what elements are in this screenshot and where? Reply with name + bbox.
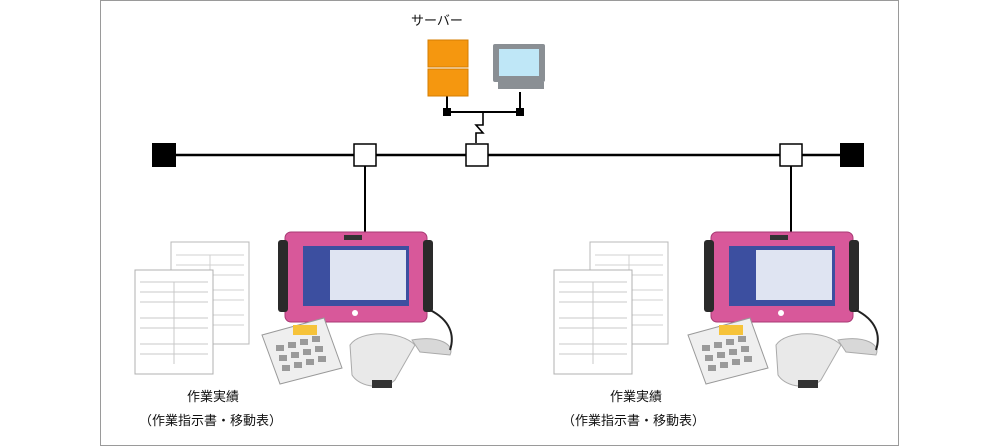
- terminal-icon: [704, 231, 859, 323]
- barcode-scanner-icon: [349, 309, 453, 388]
- server-icon: [427, 39, 469, 97]
- bus-terminator-left: [152, 143, 176, 167]
- terminal-icon: [278, 231, 433, 323]
- server-label: サーバー: [411, 14, 463, 29]
- barcode-scanner-icon: [775, 309, 879, 388]
- monitor-icon: [493, 44, 545, 89]
- server-node-left: [443, 108, 451, 116]
- junction-box-left: [353, 143, 377, 167]
- station-left-caption-subtitle: （作業指示書・移動表）: [139, 414, 283, 429]
- junction-box-right: [779, 143, 803, 167]
- junction-box-center: [465, 143, 489, 167]
- station-right-caption-subtitle: （作業指示書・移動表）: [562, 414, 706, 429]
- server-node-right: [516, 108, 524, 116]
- keypad-icon: [261, 317, 343, 385]
- bus-terminator-right: [840, 143, 864, 167]
- document-stack-right: [553, 241, 669, 375]
- zigzag-link-icon: [474, 112, 485, 143]
- station-right-caption-title: 作業実績: [610, 390, 663, 405]
- document-stack-left: [134, 241, 250, 375]
- station-left-caption-title: 作業実績: [187, 390, 240, 405]
- keypad-icon: [687, 317, 769, 385]
